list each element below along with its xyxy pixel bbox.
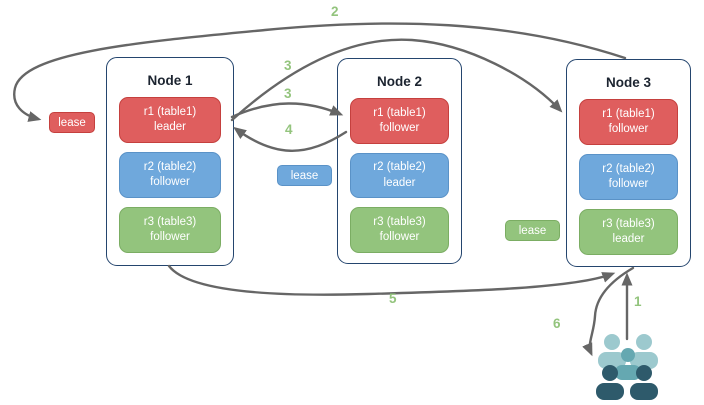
node-3-title: Node 3: [605, 75, 651, 90]
lease-label: lease: [58, 116, 86, 129]
step-2-label: 2: [331, 4, 339, 19]
replica-name: r3 (table3): [602, 217, 655, 230]
replica-name: r1 (table1): [373, 106, 426, 119]
node-1-replica-r2: r2 (table2) follower: [119, 152, 221, 198]
lease-label: lease: [518, 224, 547, 237]
node-3-replica-r3: r3 (table3) leader: [579, 209, 678, 255]
lease-tag-r3: lease: [505, 220, 560, 241]
lease-tag-r2: lease: [277, 165, 332, 186]
users-group-icon: [596, 334, 658, 400]
replica-role: leader: [612, 233, 645, 245]
node-1-replica-r3: r3 (table3) follower: [119, 207, 221, 253]
replica-name: r1 (table1): [143, 105, 197, 118]
node-3-replica-r1: r1 (table1) follower: [579, 99, 678, 145]
replica-name: r1 (table1): [602, 107, 655, 120]
replica-name: r3 (table3): [373, 216, 426, 228]
node-1-replica-r1: r1 (table1) leader: [119, 97, 221, 143]
node-2-title: Node 2: [376, 74, 422, 89]
replica-role: follower: [150, 231, 190, 243]
node-3-box: Node 3 r1 (table1) follower r2 (table2) …: [566, 59, 691, 267]
replica-name: r3 (table3): [143, 215, 197, 228]
replica-name: r2 (table2): [373, 161, 426, 174]
step-3-upper-label: 3: [284, 58, 292, 73]
lease-label: lease: [290, 169, 319, 182]
node-1-title: Node 1: [147, 73, 193, 88]
replica-name: r2 (table2): [143, 160, 197, 173]
replica-role: leader: [154, 121, 186, 133]
replica-role: follower: [150, 176, 190, 188]
replica-role: follower: [379, 121, 420, 134]
replica-role: follower: [608, 178, 649, 190]
step-4-label: 4: [285, 122, 293, 137]
replica-role: follower: [379, 231, 420, 244]
node-2-replica-r1: r1 (table1) follower: [350, 98, 449, 144]
step-5-label: 5: [389, 291, 397, 306]
node-3-replica-r2: r2 (table2) follower: [579, 154, 678, 200]
node-2-replica-r3: r3 (table3) follower: [350, 207, 449, 254]
replica-role: leader: [383, 176, 416, 189]
step-1-label: 1: [634, 294, 642, 309]
node-2-box: Node 2 r1 (table1) follower r2 (table2) …: [337, 58, 462, 264]
arrow-step6-node3-to-client: [582, 266, 635, 357]
arrow-step3-leader-to-node2-follower: [230, 102, 344, 119]
replica-name: r2 (table2): [602, 162, 655, 175]
step-6-label: 6: [553, 316, 561, 331]
node-1-box: Node 1 r1 (table1) leader r2 (table2) fo…: [106, 57, 234, 266]
replica-role: follower: [608, 123, 649, 135]
lease-tag-r1: lease: [49, 112, 95, 133]
node-2-replica-r2: r2 (table2) leader: [350, 152, 449, 199]
step-3-lower-label: 3: [284, 86, 292, 101]
